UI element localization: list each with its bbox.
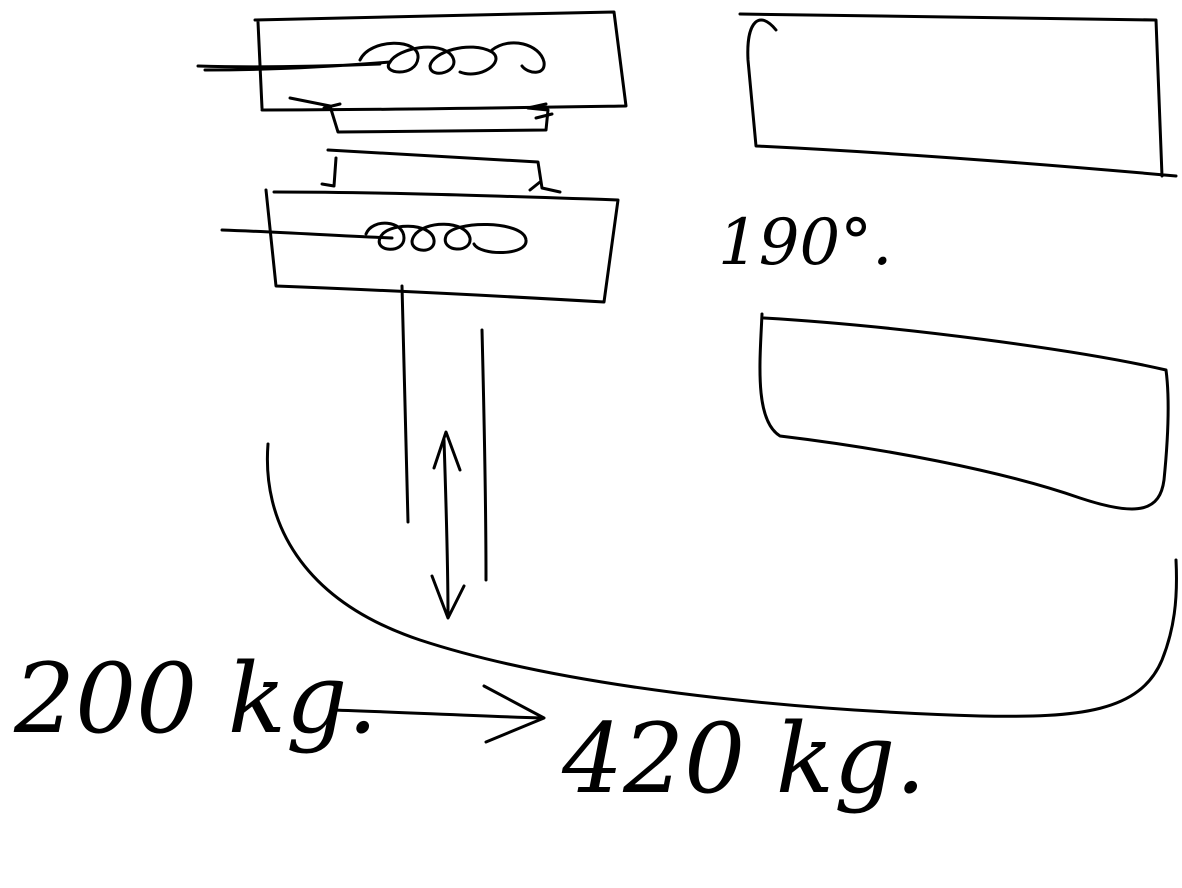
- vertical-travel-arrow: [430, 430, 466, 620]
- lower-right-panel: [758, 312, 1170, 511]
- upper-heater-coil: [358, 41, 546, 76]
- arrow-head-down: [430, 574, 466, 620]
- input-weight-label: 200 kg.: [13, 643, 378, 755]
- lower-heater-wire: [220, 228, 394, 240]
- upper-heater-plate: [196, 10, 628, 112]
- upper-right-panel: [738, 12, 1178, 178]
- lower-heater-coil: [364, 221, 528, 255]
- basin-outline: [265, 442, 1178, 718]
- conversion-arrow: [330, 684, 546, 744]
- vertical-shaft: [400, 284, 488, 582]
- angle-label: 190°.: [718, 206, 893, 280]
- plate-connector-bracket: [288, 96, 562, 194]
- arrow-head-up: [432, 430, 462, 472]
- output-weight-label: 420 kg.: [561, 703, 926, 815]
- upper-heater-wire: [196, 60, 392, 72]
- lower-heater-plate: [220, 188, 620, 304]
